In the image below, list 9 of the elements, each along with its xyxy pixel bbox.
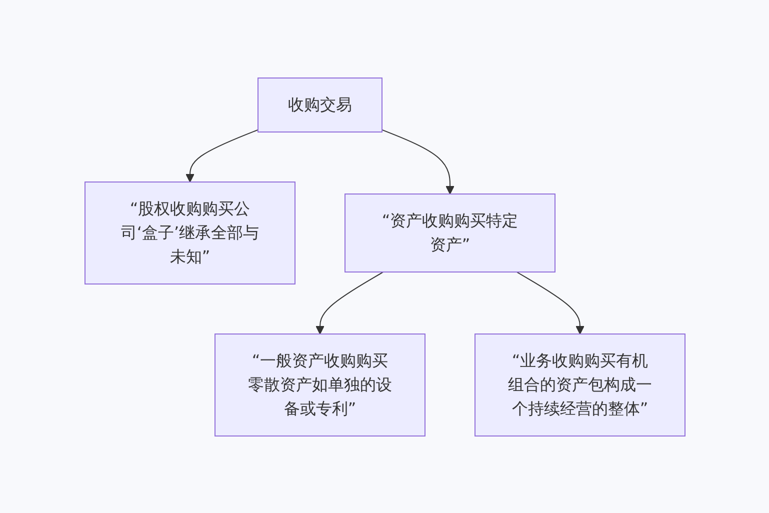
arrow <box>315 271 384 334</box>
node-box: “股权收购购买公司‘盒子’继承全部与未知” <box>84 181 295 284</box>
node-box: “资产收购购买特定资产” <box>344 193 555 272</box>
arrow <box>185 128 258 182</box>
arrow <box>381 128 454 194</box>
node-box: “业务收购购买有机组合的资产包构成一个持续经营的整体” <box>474 333 685 436</box>
node-box: “一般资产收购购买零散资产如单独的设备或专利” <box>214 333 425 436</box>
node-box: 收购交易 <box>257 77 382 132</box>
arrow <box>516 271 584 334</box>
